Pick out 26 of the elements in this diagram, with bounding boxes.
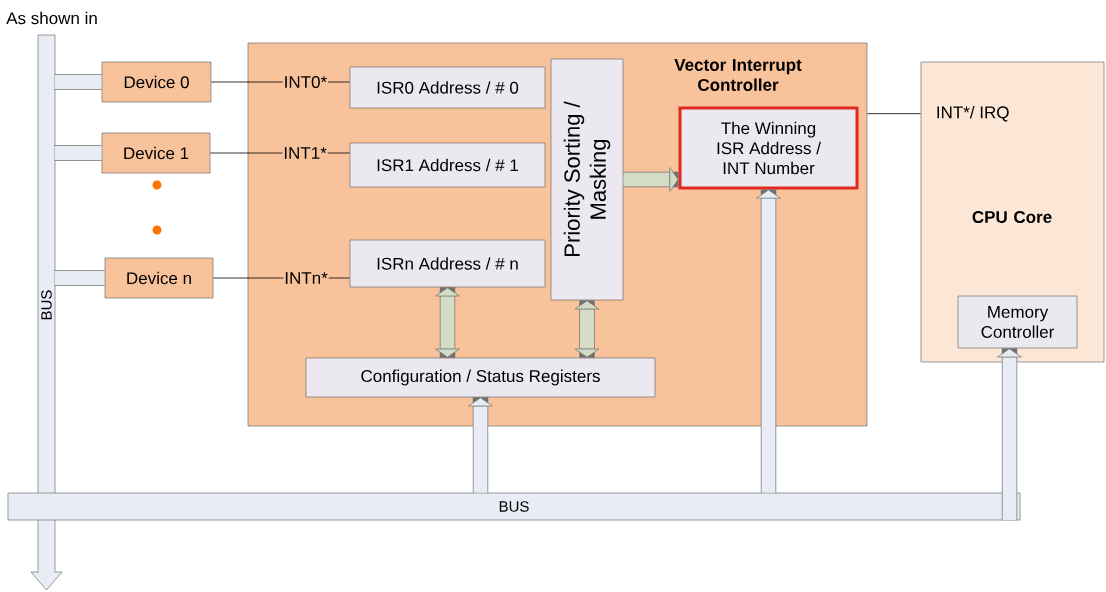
bus-arrow (756, 189, 781, 493)
bus-arrow (997, 348, 1022, 521)
block-arrow (623, 167, 679, 192)
bus-bar: BUS (30, 34, 63, 591)
signal-line (866, 113, 922, 115)
bus-arrow (468, 397, 493, 493)
register-box: Configuration / Status Registers (305, 357, 656, 398)
priority-box: Priority Sorting / Masking (550, 58, 624, 301)
block-arrow (574, 300, 600, 358)
device-box: Device 1 (101, 132, 211, 174)
register-box: Memory Controller (957, 295, 1078, 349)
caption-text: As shown in (6, 11, 97, 25)
edge-label: INT*/ IRQ (937, 105, 1009, 122)
result-box: The Winning ISR Address / INT Number (678, 106, 859, 190)
edge-label: INTn* (285, 272, 328, 284)
bus-branch (54, 270, 105, 286)
edge-label: INT0* (285, 76, 327, 89)
device-box: Device 0 (101, 61, 212, 103)
block-arrow (435, 287, 460, 358)
device-box: Device n (104, 257, 214, 299)
bus-branch (54, 74, 102, 90)
register-box: ISR1 Address / # 1 (349, 142, 546, 188)
bus-branch (54, 145, 102, 161)
register-box: ISRn Address / # n (349, 239, 546, 288)
edge-label: INT1* (284, 147, 327, 159)
register-box: ISR0 Address / # 0 (349, 66, 546, 109)
